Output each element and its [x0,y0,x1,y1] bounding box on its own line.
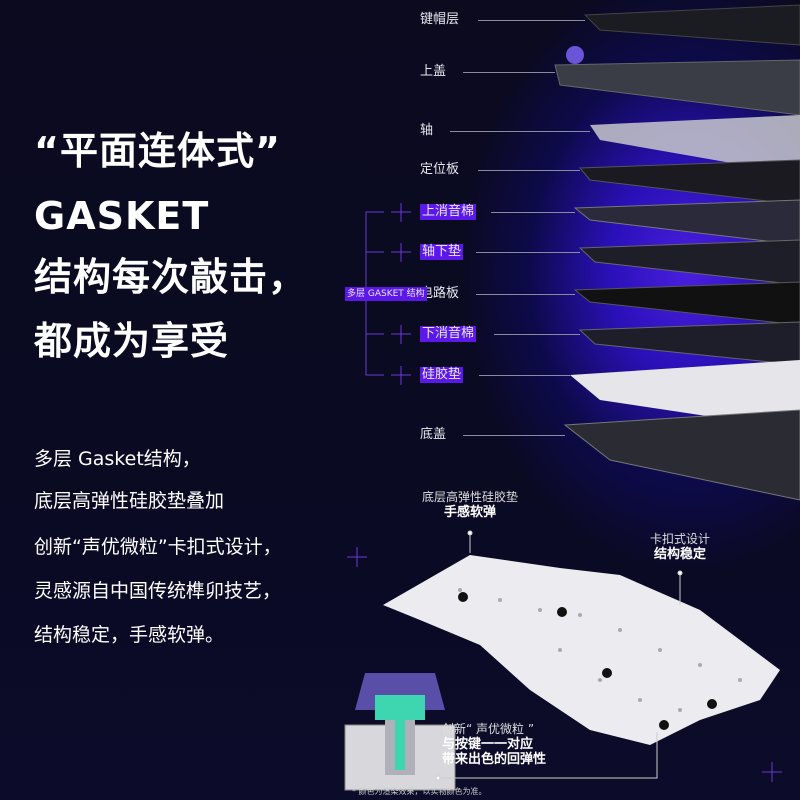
body-line-4: 灵感源自中国传统榫卯技艺， [34,580,282,602]
callout-particle: 创新“ 声优微粒 ”与按键一一对应带来出色的回弹性 [442,722,547,767]
callout-clip: 卡扣式设计结构稳定 [649,532,710,562]
silicone-pad-sheet [383,555,780,745]
keyboard-layers [554,4,800,501]
footnote: * 颜色为渲染效果，以实物颜色为准。 [352,787,487,796]
gasket-group-label: 多层 GASKET 结构 [345,287,427,301]
layer-label-pcb: 电路板 [420,286,460,301]
layer-label-top-case: 上盖 [420,64,447,79]
layer-label-switch-pad: 轴下垫 [420,244,464,260]
body-line-5: 结构稳定，手感软弹。 [34,624,225,646]
body-line-3: 创新“声优微粒”卡扣式设计， [34,536,282,558]
silicone-dots [458,588,742,712]
body-line-2: 底层高弹性硅胶垫叠加 [34,490,225,512]
headline-line-3: 结构每次敲击， [34,255,308,299]
layer-label-silicone-pad: 硅胶垫 [420,367,464,383]
layer-label-bottom-foam: 下消音棉 [420,326,477,342]
layer-label-plate: 定位板 [420,162,460,177]
layer-label-bottom-case: 底盖 [420,427,447,442]
switch-cutaway-illustration [344,673,456,791]
body-line-1: 多层 Gasket结构， [34,448,201,470]
headline-line-1: “平面连体式” [34,129,281,173]
headline-line-4: 都成为享受 [34,319,230,363]
layer-label-top-foam: 上消音棉 [420,204,477,220]
layer-label-keycaps: 键帽层 [420,12,460,27]
callout-silicone: 底层高弹性硅胶垫手感软弹 [421,490,518,520]
headline-line-2: GASKET [34,194,210,238]
layer-label-switches: 轴 [420,123,434,138]
